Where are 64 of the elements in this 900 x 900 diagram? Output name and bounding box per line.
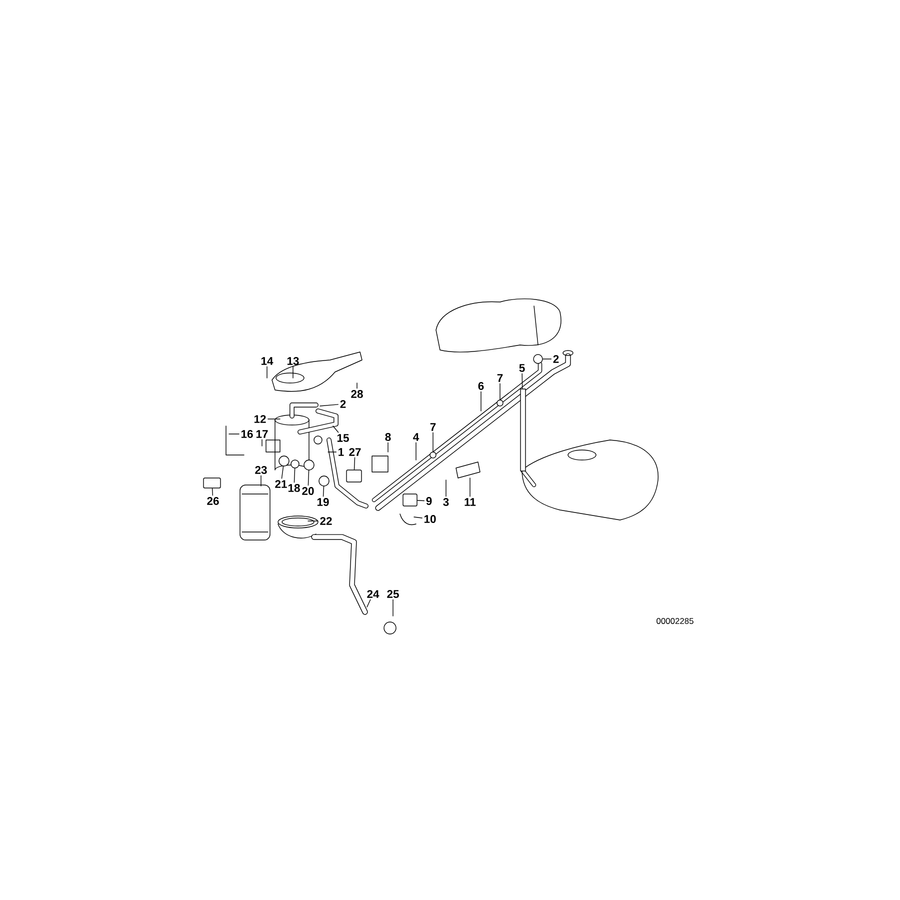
callout-number: 8	[385, 433, 391, 441]
callout-number: 20	[302, 487, 314, 495]
callout-number: 26	[207, 497, 219, 505]
leader-line	[332, 426, 339, 433]
leader-line	[292, 366, 294, 378]
clip-drawing	[402, 494, 418, 506]
leader-line	[260, 475, 262, 486]
leader-line	[356, 382, 358, 389]
clamp-drawing	[496, 400, 504, 406]
washer-drawing	[304, 460, 314, 470]
leader-line	[281, 466, 284, 479]
leader-line	[480, 391, 482, 412]
callout-number: 15	[337, 434, 349, 442]
leader-line	[392, 599, 394, 616]
leader-line	[320, 404, 339, 406]
leader-line	[366, 599, 371, 608]
leader-line	[414, 516, 422, 518]
drawing-number: 00002285	[656, 618, 694, 624]
leader-line	[354, 457, 356, 470]
callout-number: 7	[497, 374, 503, 382]
leader-line	[266, 366, 268, 378]
callout-number: 12	[254, 415, 266, 423]
callout-number: 18	[288, 484, 300, 492]
callout-number: 1	[338, 448, 344, 456]
callout-number: 2	[340, 400, 346, 408]
callout-number: 16	[241, 430, 253, 438]
callout-number: 28	[351, 390, 363, 398]
clip-drawing	[203, 478, 221, 488]
callout-number: 9	[426, 497, 432, 505]
callout-number: 6	[478, 382, 484, 390]
washer-drawing	[278, 456, 290, 466]
callout-number: 5	[519, 364, 525, 372]
leader-line	[308, 520, 318, 522]
leader-line	[542, 358, 552, 360]
ring-drawing	[533, 354, 543, 364]
leader-line	[522, 373, 523, 389]
leader-line	[294, 468, 296, 483]
callout-number: 7	[430, 423, 436, 431]
callout-number: 4	[413, 433, 420, 441]
callout-number: 11	[464, 498, 476, 506]
callout-number: 17	[256, 430, 268, 438]
leader-line	[268, 418, 280, 420]
callout-number: 13	[287, 357, 299, 365]
leader-line	[432, 432, 434, 452]
callout-number: 3	[443, 498, 449, 506]
washer-drawing	[318, 476, 330, 486]
callout-number: 14	[261, 357, 274, 365]
callout-number: 25	[387, 590, 399, 598]
callout-number: 24	[367, 590, 380, 598]
clamp-drawing	[430, 452, 436, 458]
pipe-drawing	[520, 388, 526, 472]
callout-number: 19	[317, 498, 329, 506]
callout-number: 10	[424, 515, 436, 523]
clip-drawing	[346, 470, 362, 482]
callout-number: 23	[255, 466, 267, 474]
washer-drawing	[290, 460, 300, 468]
callout-number: 2	[553, 355, 559, 363]
callout-number: 27	[349, 448, 361, 456]
callout-number: 22	[320, 517, 332, 525]
leader-line	[308, 470, 310, 486]
leader-line	[212, 488, 214, 496]
callout-number: 21	[275, 480, 287, 488]
leader-line	[322, 486, 324, 497]
leader-line	[417, 500, 425, 502]
